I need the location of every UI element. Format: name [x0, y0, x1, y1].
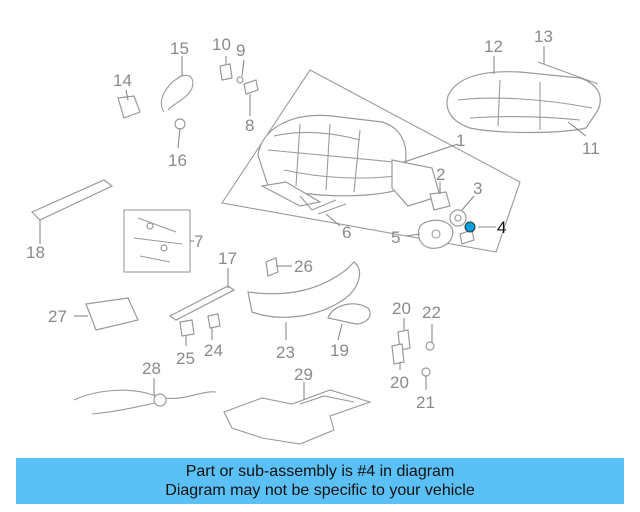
- callout-11: 11: [582, 139, 600, 158]
- nut-22: [425, 341, 435, 351]
- callout-17: 17: [218, 249, 237, 268]
- banner-line-1: Part or sub-assembly is #4 in diagram: [185, 463, 455, 480]
- callout-27: 27: [48, 307, 67, 326]
- parts-diagram: 1 2 3 4 5 6 7 8 9 10 11 12 13 14 15 16 1…: [26, 27, 601, 445]
- callout-3: 3: [473, 179, 482, 198]
- callout-15: 15: [170, 39, 189, 58]
- part-4-highlight: [464, 221, 476, 233]
- callout-6: 6: [342, 223, 351, 242]
- slide-rail: [168, 285, 236, 321]
- callout-24: 24: [204, 341, 223, 360]
- recliner-parts: [417, 191, 476, 249]
- leader-lines: [39, 46, 587, 400]
- callout-20-upper: 20: [392, 299, 411, 318]
- side-cover: [247, 261, 371, 325]
- callout-9: 9: [236, 41, 245, 60]
- callout-29: 29: [294, 365, 313, 384]
- bolt-20b: [391, 343, 405, 365]
- callout-28: 28: [142, 359, 161, 378]
- seat-frame-panel: [221, 69, 521, 253]
- seat-cushion-pad: [446, 61, 601, 134]
- callout-16: 16: [168, 151, 187, 170]
- callout-23: 23: [276, 343, 295, 362]
- callout-labels: 1 2 3 4 5 6 7 8 9 10 11 12 13 14 15 16 1…: [26, 27, 600, 412]
- callout-2: 2: [436, 165, 445, 184]
- callout-19: 19: [330, 341, 349, 360]
- washer-21: [421, 367, 431, 377]
- bolt-26: [265, 257, 279, 277]
- callout-7: 7: [194, 232, 203, 251]
- info-banner: Part or sub-assembly is #4 in diagram Di…: [16, 458, 624, 504]
- link-rod: [317, 203, 347, 215]
- pad-27: [85, 297, 139, 331]
- callout-8: 8: [245, 116, 254, 135]
- small-fasteners: [219, 63, 259, 95]
- callout-14: 14: [113, 71, 132, 90]
- callout-21: 21: [416, 393, 435, 412]
- callout-5: 5: [391, 228, 400, 247]
- callout-13: 13: [534, 27, 553, 46]
- callout-18: 18: [26, 243, 45, 262]
- callout-4: 4: [497, 218, 506, 237]
- clip-24: [207, 313, 221, 329]
- callout-25: 25: [176, 349, 195, 368]
- wire-harness-28: [73, 389, 217, 415]
- callout-26: 26: [294, 257, 313, 276]
- heater-mat-29: [223, 389, 372, 445]
- banner-line-2: Diagram may not be specific to your vehi…: [165, 482, 475, 499]
- callout-1: 1: [456, 131, 465, 150]
- callout-10: 10: [212, 35, 231, 54]
- cable-assembly: [117, 74, 194, 130]
- clip-25: [179, 319, 195, 337]
- callout-22: 22: [422, 303, 441, 322]
- trim-bar: [30, 179, 114, 221]
- callout-20-lower: 20: [390, 373, 409, 392]
- hardware-kit-box: [123, 209, 191, 273]
- callout-12: 12: [484, 37, 503, 56]
